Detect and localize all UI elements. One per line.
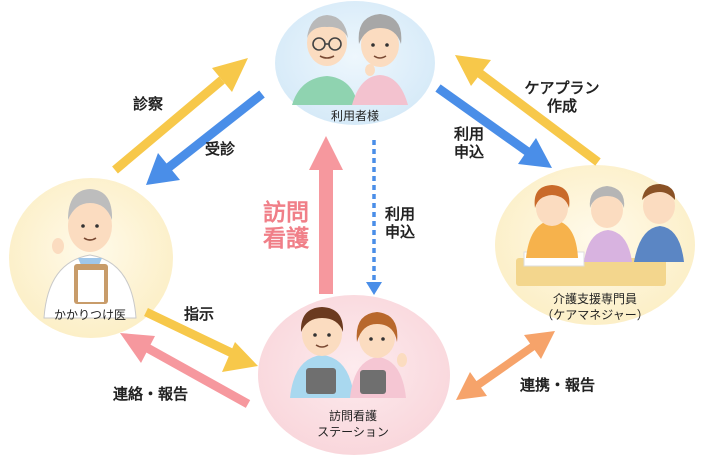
arrow-renkei-houkoku bbox=[456, 331, 555, 400]
jushin-label: 受診 bbox=[205, 140, 236, 158]
arrow-shiji bbox=[144, 307, 258, 372]
houmon-kango-line1: 訪問 bbox=[263, 200, 309, 226]
riyou-moushikomi-right-line2: 申込 bbox=[453, 143, 484, 161]
houmon-kango-line2: 看護 bbox=[263, 226, 309, 253]
arrow-riyou-moushikomi-center bbox=[366, 140, 382, 295]
nursing-station-label-line2: ステーション bbox=[317, 425, 389, 440]
riyou-moushikomi-center-label: 利用 申込 bbox=[380, 205, 420, 241]
riyou-moushikomi-right-line1: 利用 bbox=[453, 125, 484, 143]
care-manager-label-line1: 介護支援専門員 bbox=[552, 292, 637, 306]
doctor-illustration bbox=[43, 189, 137, 319]
arrow-renraku-houkoku bbox=[120, 333, 251, 408]
renraku-houkoku-label: 連絡・報告 bbox=[113, 385, 189, 403]
shiji-label: 指示 bbox=[184, 305, 215, 323]
houmon-kango-label: 訪問 看護 bbox=[258, 200, 314, 253]
arrow-riyou-moushikomi-right bbox=[435, 84, 552, 168]
patients-circle bbox=[275, 1, 435, 125]
arrow-jushin bbox=[146, 90, 265, 185]
riyou-moushikomi-center-line2: 申込 bbox=[384, 223, 415, 241]
patients-label: 利用者様 bbox=[330, 109, 379, 123]
arrow-care-plan bbox=[455, 55, 601, 166]
care-manager-illustration bbox=[516, 184, 684, 286]
riyou-moushikomi-center-line1: 利用 bbox=[384, 205, 415, 223]
elderly-couple-illustration bbox=[292, 14, 408, 105]
renkei-houkoku-label: 連携・報告 bbox=[520, 376, 596, 394]
shinsatsu-label: 診察 bbox=[133, 95, 164, 113]
riyou-moushikomi-right-label: 利用 申込 bbox=[449, 125, 489, 161]
arrow-shinsatsu bbox=[112, 58, 248, 174]
nursing-station-label: 訪問看護 ステーション bbox=[300, 408, 406, 440]
care-manager-label: 介護支援専門員 （ケアマネジャー） bbox=[530, 291, 660, 323]
care-manager-label-line2: （ケアマネジャー） bbox=[541, 308, 649, 323]
nurses-illustration bbox=[290, 307, 407, 398]
care-plan-label-line1: ケアプラン bbox=[524, 79, 600, 97]
nursing-station-label-line1: 訪問看護 bbox=[328, 409, 377, 423]
doctor-label: かかりつけ医 bbox=[53, 308, 127, 322]
arrow-houmon-kango bbox=[309, 136, 343, 294]
care-plan-label: ケアプラン 作成 bbox=[514, 79, 610, 115]
care-plan-label-line2: 作成 bbox=[546, 97, 577, 115]
